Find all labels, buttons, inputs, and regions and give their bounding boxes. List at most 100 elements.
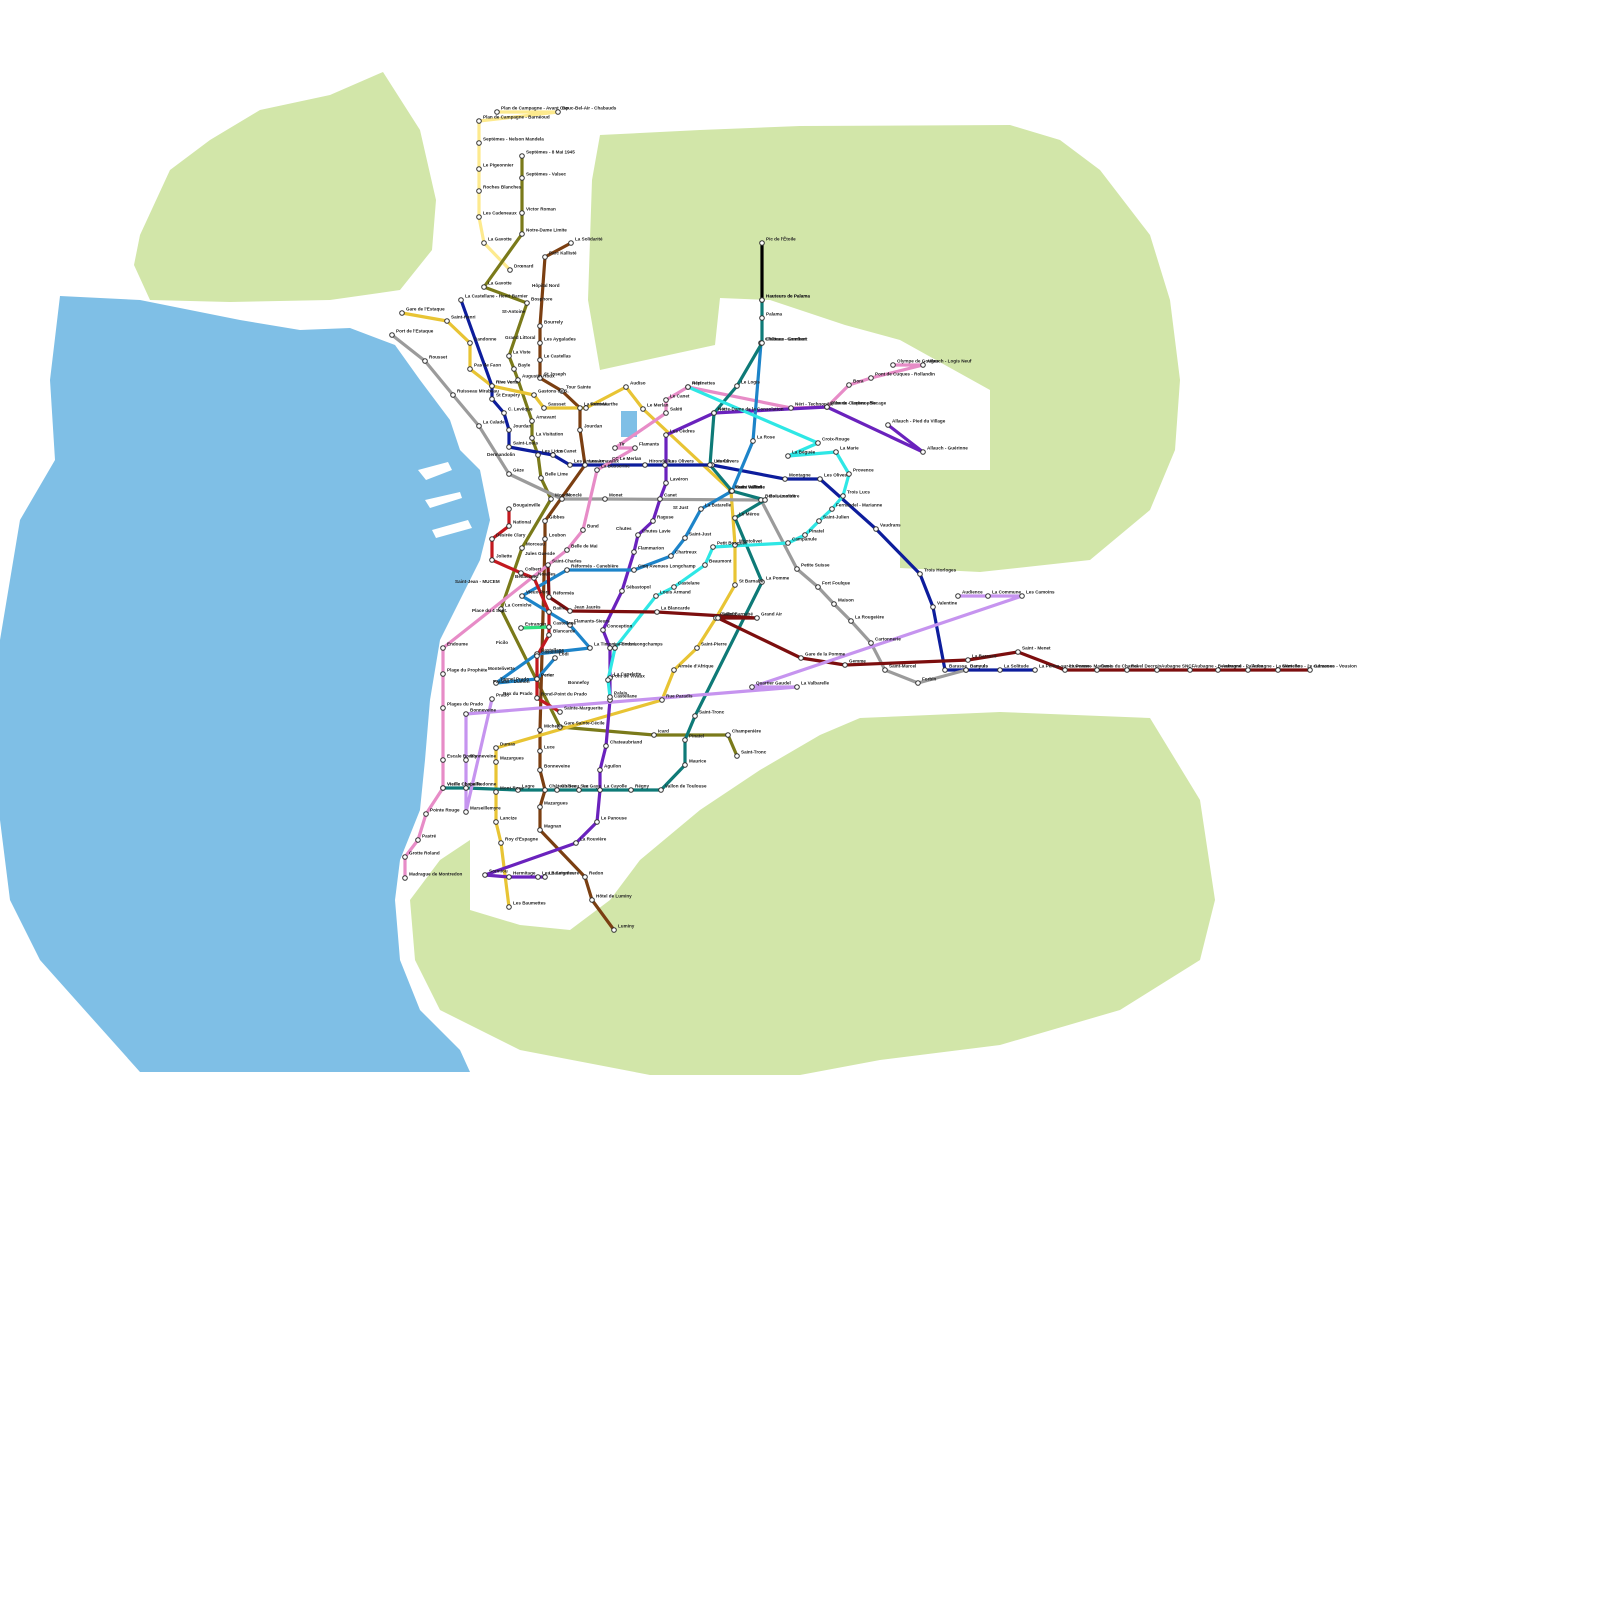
station-marker[interactable] (587, 645, 593, 651)
station-marker[interactable] (518, 570, 524, 576)
station-marker[interactable] (612, 645, 618, 651)
station-marker[interactable] (794, 684, 800, 690)
station-marker[interactable] (890, 362, 896, 368)
station-marker[interactable] (531, 575, 537, 581)
station-marker[interactable] (389, 332, 395, 338)
station-marker[interactable] (710, 544, 716, 550)
station-marker[interactable] (594, 819, 600, 825)
station-marker[interactable] (467, 366, 473, 372)
station-marker[interactable] (582, 462, 588, 468)
station-marker[interactable] (531, 392, 537, 398)
station-marker[interactable] (815, 584, 821, 590)
station-marker[interactable] (734, 383, 740, 389)
station-marker[interactable] (537, 748, 543, 754)
station-marker[interactable] (840, 493, 846, 499)
station-marker[interactable] (759, 579, 765, 585)
station-marker[interactable] (682, 737, 688, 743)
station-marker[interactable] (550, 452, 556, 458)
station-marker[interactable] (759, 315, 765, 321)
station-marker[interactable] (597, 787, 603, 793)
station-marker[interactable] (651, 732, 657, 738)
station-marker[interactable] (632, 445, 638, 451)
station-marker[interactable] (788, 405, 794, 411)
station-marker[interactable] (576, 787, 582, 793)
station-marker[interactable] (692, 713, 698, 719)
station-marker[interactable] (985, 593, 991, 599)
station-marker[interactable] (785, 540, 791, 546)
station-marker[interactable] (489, 696, 495, 702)
station-marker[interactable] (463, 711, 469, 717)
station-marker[interactable] (642, 462, 648, 468)
station-marker[interactable] (798, 655, 804, 661)
station-marker[interactable] (546, 609, 552, 615)
station-marker[interactable] (444, 318, 450, 324)
station-marker[interactable] (1154, 667, 1160, 673)
station-marker[interactable] (552, 655, 558, 661)
station-marker[interactable] (759, 340, 765, 346)
station-marker[interactable] (506, 523, 512, 529)
station-marker[interactable] (734, 753, 740, 759)
station-marker[interactable] (542, 254, 548, 260)
station-marker[interactable] (715, 615, 721, 621)
station-marker[interactable] (583, 405, 589, 411)
station-marker[interactable] (481, 284, 487, 290)
station-marker[interactable] (564, 567, 570, 573)
station-marker[interactable] (785, 453, 791, 459)
station-marker[interactable] (537, 323, 543, 329)
station-marker[interactable] (545, 562, 551, 568)
station-marker[interactable] (463, 757, 469, 763)
station-marker[interactable] (868, 375, 874, 381)
station-marker[interactable] (1215, 667, 1221, 673)
station-marker[interactable] (1015, 649, 1021, 655)
station-marker[interactable] (557, 724, 563, 730)
station-marker[interactable] (729, 488, 735, 494)
station-marker[interactable] (567, 622, 573, 628)
station-marker[interactable] (802, 532, 808, 538)
station-marker[interactable] (557, 709, 563, 715)
station-marker[interactable] (577, 427, 583, 433)
station-marker[interactable] (542, 874, 548, 880)
station-marker[interactable] (594, 467, 600, 473)
station-marker[interactable] (494, 109, 500, 115)
station-marker[interactable] (759, 297, 765, 303)
station-marker[interactable] (535, 452, 541, 458)
station-marker[interactable] (463, 785, 469, 791)
station-marker[interactable] (534, 676, 540, 682)
station-marker[interactable] (537, 767, 543, 773)
station-marker[interactable] (635, 532, 641, 538)
station-marker[interactable] (546, 632, 552, 638)
station-marker[interactable] (493, 819, 499, 825)
station-marker[interactable] (489, 536, 495, 542)
station-marker[interactable] (682, 535, 688, 541)
station-marker[interactable] (711, 410, 717, 416)
station-marker[interactable] (506, 506, 512, 512)
station-marker[interactable] (663, 397, 669, 403)
station-marker[interactable] (506, 904, 512, 910)
station-marker[interactable] (732, 582, 738, 588)
station-marker[interactable] (759, 240, 765, 246)
station-marker[interactable] (555, 109, 561, 115)
station-marker[interactable] (422, 358, 428, 364)
station-marker[interactable] (519, 175, 525, 181)
station-marker[interactable] (846, 382, 852, 388)
station-marker[interactable] (1032, 667, 1038, 673)
station-marker[interactable] (997, 667, 1003, 673)
station-marker[interactable] (848, 618, 854, 624)
station-marker[interactable] (524, 300, 530, 306)
station-marker[interactable] (402, 854, 408, 860)
station-marker[interactable] (507, 267, 513, 273)
station-marker[interactable] (732, 542, 738, 548)
station-marker[interactable] (685, 384, 691, 390)
station-marker[interactable] (476, 166, 482, 172)
station-marker[interactable] (657, 496, 663, 502)
station-marker[interactable] (698, 506, 704, 512)
station-marker[interactable] (754, 615, 760, 621)
station-marker[interactable] (1307, 667, 1313, 673)
station-marker[interactable] (529, 418, 535, 424)
station-marker[interactable] (440, 705, 446, 711)
station-marker[interactable] (506, 471, 512, 477)
station-marker[interactable] (450, 392, 456, 398)
station-marker[interactable] (668, 553, 674, 559)
station-marker[interactable] (607, 694, 613, 700)
station-marker[interactable] (1019, 593, 1025, 599)
